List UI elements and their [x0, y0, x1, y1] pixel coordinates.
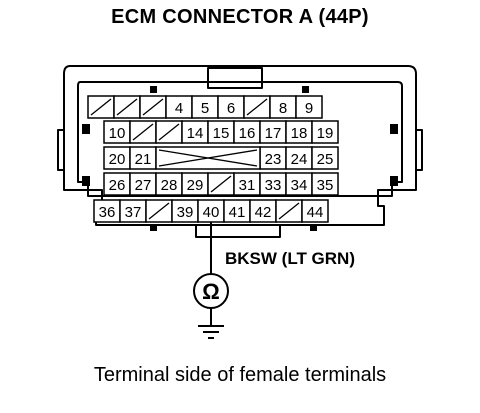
unused-slash [246, 98, 268, 116]
terminal-44 [301, 199, 329, 223]
test-probe: Ω BKSW (LT GRN) [193, 222, 355, 339]
ohm-icon: Ω [202, 279, 220, 304]
terminal-25 [311, 146, 339, 170]
terminal-label: 42 [255, 204, 272, 221]
mark [390, 124, 398, 134]
terminal-grid: 4 5 6 8 9 10 14 15 16 17 18 19 20 21 23 24 25 26 27 28 29 31 3… [87, 95, 339, 223]
terminal-label: 21 [135, 151, 152, 168]
terminal-label: 34 [291, 177, 308, 194]
top-latch [207, 67, 263, 89]
terminal-label: 18 [291, 125, 308, 142]
terminal-label: 9 [305, 100, 313, 117]
terminal-label: 16 [239, 125, 256, 142]
diagram-caption: Terminal side of female terminals [93, 364, 387, 386]
unused-slash [278, 202, 300, 220]
terminal-label: 29 [187, 177, 204, 194]
mark [310, 224, 317, 231]
mark [302, 86, 309, 93]
terminal-label: 20 [109, 151, 126, 168]
outer-shell [63, 65, 417, 226]
terminal-label: 27 [135, 177, 152, 194]
mark [150, 224, 157, 231]
terminal-label: 25 [317, 151, 334, 168]
connector-housing [57, 65, 423, 238]
unused-slash [210, 175, 232, 193]
unused-slash [132, 123, 154, 141]
terminal-label: 39 [177, 204, 194, 221]
mark [82, 176, 90, 186]
unused-slash [158, 123, 180, 141]
terminal-label: 8 [279, 100, 287, 117]
terminal-label: 6 [227, 100, 235, 117]
terminal-9 [295, 95, 323, 119]
inner-frame [77, 81, 403, 197]
left-clip [57, 129, 64, 171]
terminal-label: 4 [175, 100, 183, 117]
unused-slash [116, 98, 138, 116]
terminal-label: 26 [109, 177, 126, 194]
terminal-label: 10 [109, 125, 126, 142]
mark [390, 176, 398, 186]
terminal-label: 35 [317, 177, 334, 194]
unused-slash [90, 98, 112, 116]
mark [82, 124, 90, 134]
terminal-35 [311, 172, 339, 196]
terminal-label: 36 [99, 204, 116, 221]
bottom-tab [195, 225, 281, 238]
locator-marks [82, 86, 398, 231]
terminal-label: 41 [229, 204, 246, 221]
terminal-label: 19 [317, 125, 334, 142]
terminal-label: 33 [265, 177, 282, 194]
mark [150, 86, 157, 93]
unused-slash [142, 98, 164, 116]
terminal-label: 15 [213, 125, 230, 142]
terminal-label: 17 [265, 125, 282, 142]
terminal-label: 23 [265, 151, 282, 168]
right-clip [416, 129, 423, 171]
wire-label: BKSW (LT GRN) [225, 249, 355, 268]
terminal-19 [311, 120, 339, 144]
terminal-label: 28 [161, 177, 178, 194]
unused-slash [148, 202, 170, 220]
terminal-label: 37 [125, 204, 142, 221]
terminal-label: 5 [201, 100, 209, 117]
blocked-cross [158, 149, 258, 167]
terminal-label: 31 [239, 177, 256, 194]
diagram-title: ECM CONNECTOR A (44P) [111, 6, 369, 28]
terminal-label: 44 [307, 204, 324, 221]
terminal-label: 40 [203, 204, 220, 221]
terminal-label: 14 [187, 125, 204, 142]
terminal-label: 24 [291, 151, 308, 168]
